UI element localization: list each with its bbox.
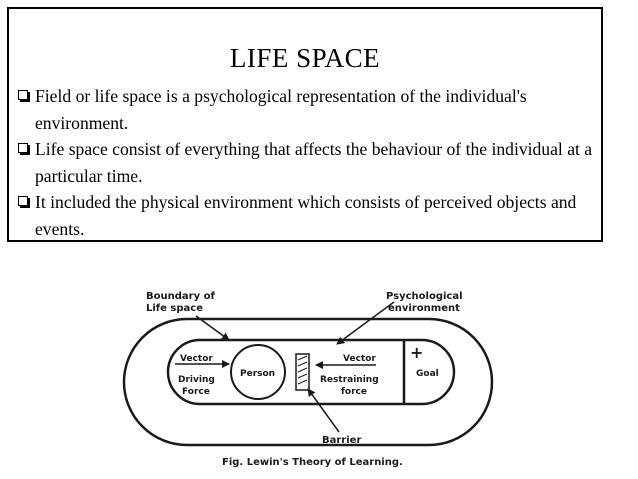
goal-plus-sign: +: [410, 343, 423, 362]
barrier-label: Barrier: [322, 435, 361, 446]
figure-caption: Fig. Lewin's Theory of Learning.: [222, 457, 403, 468]
bullet-list: Field or life space is a psychological r…: [15, 83, 605, 242]
goal-label: Goal: [416, 369, 439, 379]
vector-left-label: Vector: [180, 354, 213, 364]
bullet-text: Life space consist of everything that af…: [35, 139, 593, 186]
restraining-label-line1: Restraining: [320, 375, 379, 385]
bullet-text: It included the physical environment whi…: [35, 192, 577, 239]
bullet-text: Field or life space is a psychological r…: [35, 86, 527, 133]
bullet-item: It included the physical environment whi…: [15, 189, 605, 242]
bullet-item: Field or life space is a psychological r…: [15, 83, 605, 136]
checkbox-bullet-icon: [18, 143, 28, 153]
bullet-item: Life space consist of everything that af…: [15, 136, 605, 189]
driving-label-line2: Force: [182, 387, 210, 397]
person-label: Person: [240, 369, 275, 379]
boundary-pointer-arrow: [195, 315, 230, 341]
person-circle: [230, 344, 286, 400]
driving-label-line1: Driving: [178, 375, 215, 385]
slide-title: LIFE SPACE: [229, 43, 381, 73]
checkbox-bullet-icon: [18, 196, 28, 206]
boundary-label-line1: Boundary of: [146, 291, 215, 302]
barrier-pointer-arrow: [307, 388, 340, 433]
vector-right-label: Vector: [343, 354, 376, 364]
text-panel: LIFE SPACE Field or life space is a psyc…: [7, 7, 603, 242]
boundary-label-line2: Life space: [146, 303, 203, 314]
environment-pointer-arrow: [336, 301, 395, 345]
barrier-icon: [295, 353, 310, 391]
restraining-label-line2: force: [341, 387, 367, 397]
life-space-boundary: [122, 317, 494, 447]
psychological-environment: [166, 338, 456, 406]
environment-label-line2: environment: [388, 303, 460, 314]
environment-label-line1: Psychological: [386, 291, 463, 302]
checkbox-bullet-icon: [18, 90, 28, 100]
